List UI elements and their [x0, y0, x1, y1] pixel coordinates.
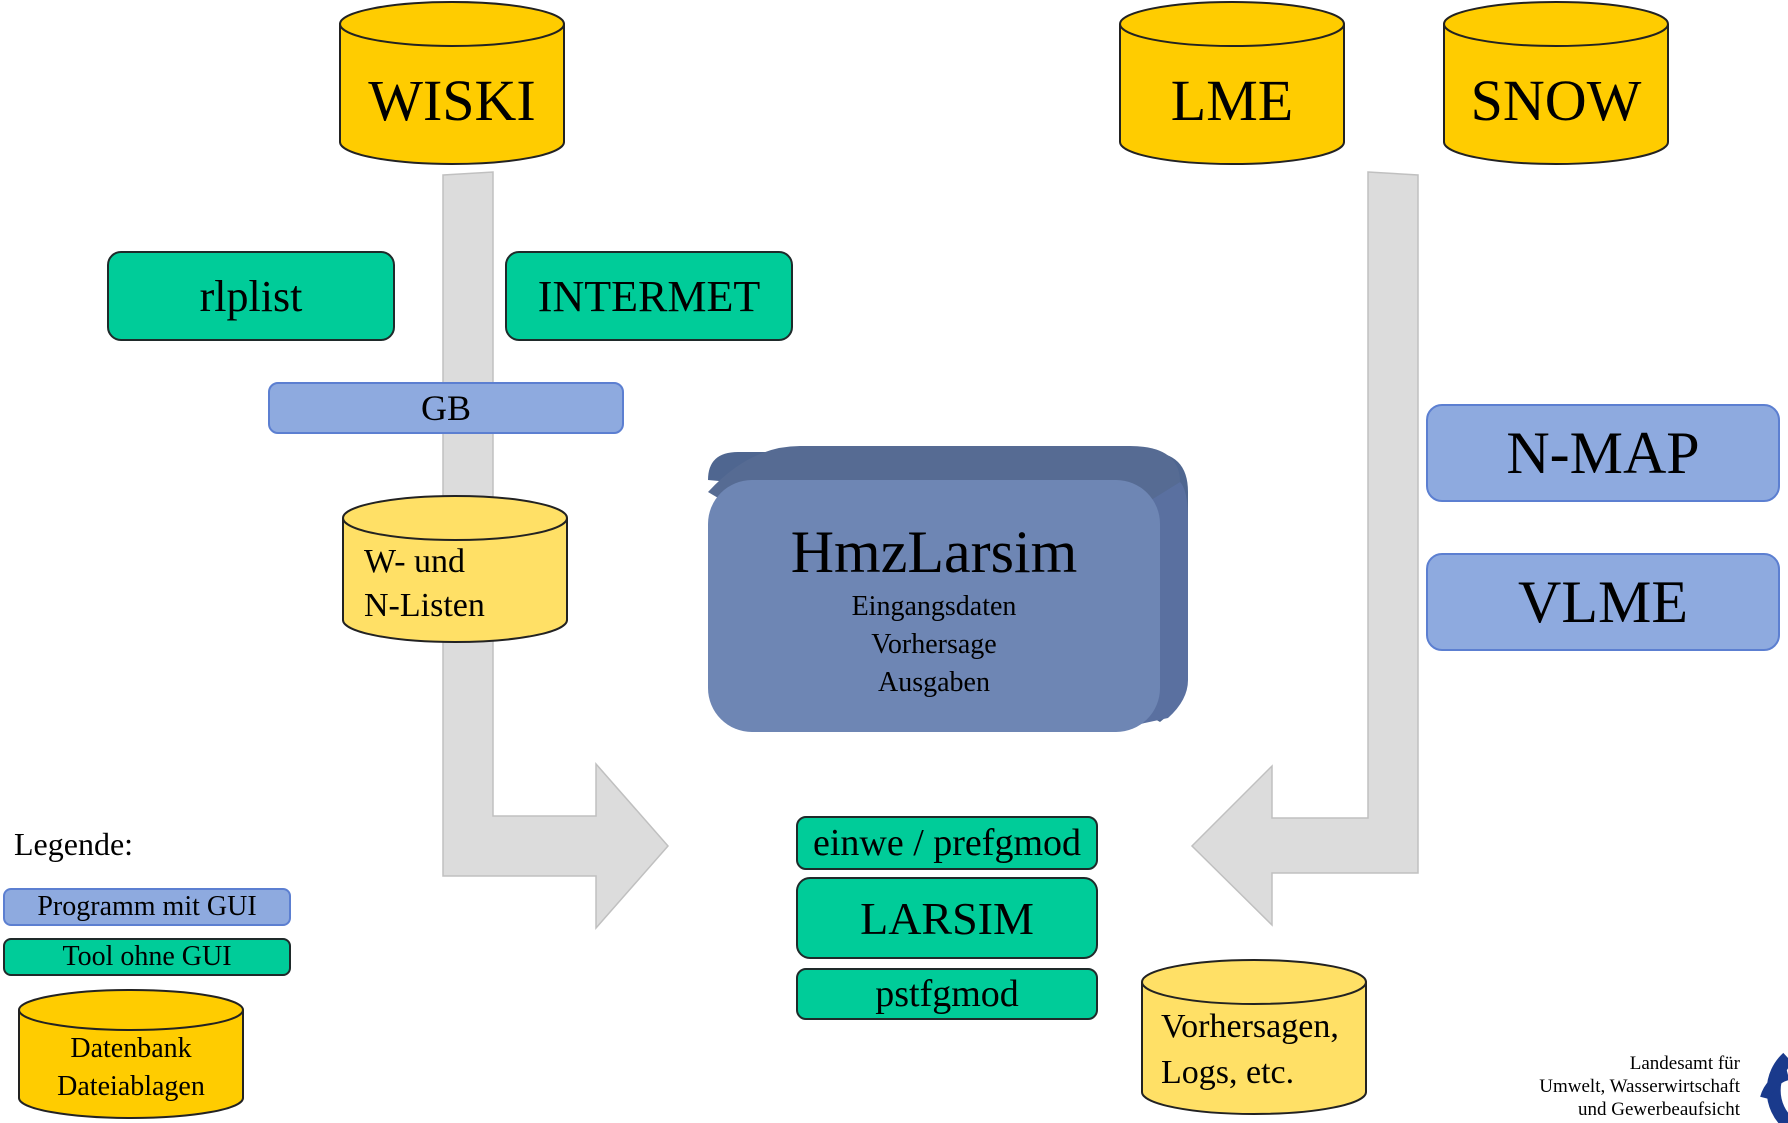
legend-title: Legende:: [14, 826, 134, 862]
legend-tool-swatch: Tool ohne GUI: [3, 938, 291, 976]
einwe-prefgmod-tool-box[interactable]: einwe / prefgmod: [796, 816, 1098, 870]
wn-listen-file-cylinder: [342, 495, 568, 643]
vorhersagen-label: Vorhersagen, Logs, etc.: [1161, 1004, 1339, 1096]
legend-program-swatch: Programm mit GUI: [3, 888, 291, 926]
legend-database-label: Datenbank Dateiablagen: [19, 1030, 243, 1106]
hmzlarsim-line-ausgaben: Ausgaben: [878, 667, 990, 698]
nmap-program-box[interactable]: N-MAP: [1426, 404, 1780, 502]
legend-database-line1: Datenbank: [70, 1033, 192, 1064]
vorhersagen-line1: Vorhersagen,: [1161, 1008, 1339, 1045]
rlplist-tool-box[interactable]: rlplist: [107, 251, 395, 341]
wn-listen-label: W- und N-Listen: [364, 540, 485, 628]
gb-program-box[interactable]: GB: [268, 382, 624, 434]
larsim-tool-box[interactable]: LARSIM: [796, 877, 1098, 959]
right-flow-arrow: [1190, 171, 1419, 927]
hmzlarsim-line-vorhersage: Vorhersage: [871, 629, 997, 660]
logo-mark-icon: [1766, 1052, 1788, 1123]
logo-line2: Umwelt, Wasserwirtschaft: [1539, 1076, 1740, 1097]
vlme-program-box[interactable]: VLME: [1426, 553, 1780, 651]
hmzlarsim-title: HmzLarsim: [790, 519, 1078, 585]
lfu-logo-text: Landesamt für Umwelt, Wasserwirtschaft u…: [1430, 1052, 1740, 1121]
legend-database-cylinder: [18, 989, 244, 1119]
legend-database-line2: Dateiablagen: [57, 1071, 205, 1102]
pstfgmod-tool-box[interactable]: pstfgmod: [796, 968, 1098, 1020]
vorhersagen-line2: Logs, etc.: [1161, 1054, 1295, 1091]
wiski-label: WISKI: [368, 67, 536, 133]
logo-line3: und Gewerbeaufsicht: [1578, 1099, 1740, 1120]
hmzlarsim-line-eingangsdaten: Eingangsdaten: [851, 591, 1017, 622]
logo-line1: Landesamt für: [1629, 1053, 1740, 1074]
snow-label: SNOW: [1470, 67, 1642, 133]
intermet-tool-box[interactable]: INTERMET: [505, 251, 793, 341]
lme-label: LME: [1170, 67, 1294, 133]
hmzlarsim-label-group: HmzLarsim Eingangsdaten Vorhersage Ausga…: [708, 516, 1160, 702]
wn-listen-line1: W- und: [364, 543, 466, 580]
hmzlarsim-3d-box: [708, 446, 1188, 732]
snow-database-cylinder: [1443, 1, 1669, 165]
lme-database-cylinder: [1119, 1, 1345, 165]
wn-listen-line2: N-Listen: [364, 587, 485, 624]
wiski-database-cylinder: [339, 1, 565, 165]
vorhersagen-file-cylinder: [1141, 959, 1367, 1115]
